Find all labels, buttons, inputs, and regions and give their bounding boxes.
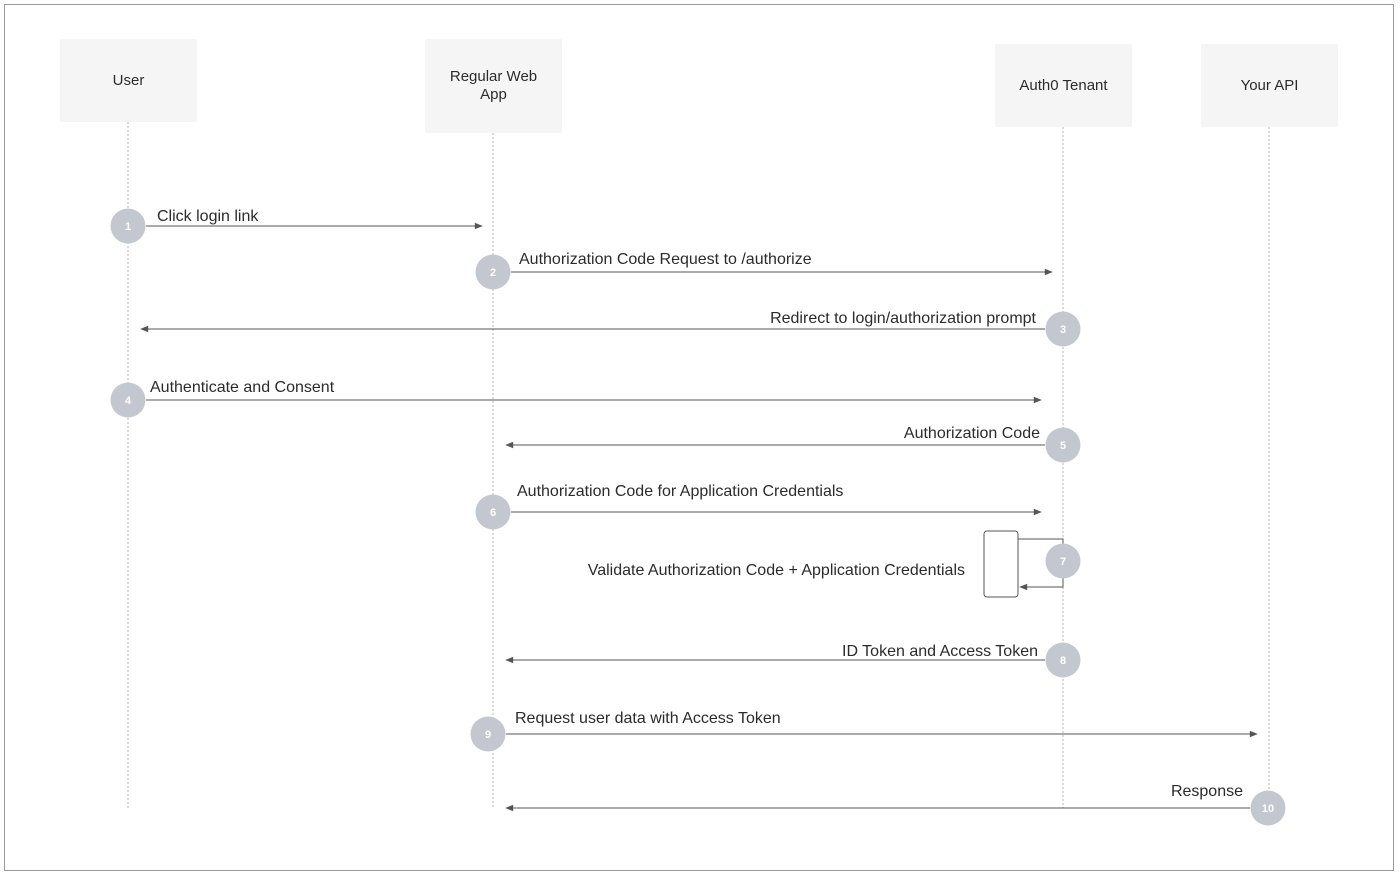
actor-api: Your API bbox=[1201, 44, 1338, 127]
step-10: Response 10 bbox=[505, 783, 1286, 826]
step-number-badge bbox=[1045, 311, 1081, 347]
actor-label: User bbox=[112, 71, 145, 89]
step-8: ID Token and Access Token 8 bbox=[505, 642, 1081, 678]
step-9: Request user data with Access Token 9 bbox=[470, 710, 1258, 752]
step-2: Authorization Code Request to /authorize… bbox=[475, 251, 1053, 290]
message-label: Redirect to login/authorization prompt bbox=[770, 310, 1036, 327]
message-label: Request user data with Access Token bbox=[515, 710, 781, 727]
actor-label: Auth0 Tenant bbox=[1019, 76, 1108, 94]
step-number: 4 bbox=[125, 395, 132, 407]
step-5: Authorization Code 5 bbox=[505, 425, 1081, 463]
step-number: 2 bbox=[490, 267, 496, 279]
step-number-badge bbox=[110, 208, 146, 244]
step-1: Click login link 1 bbox=[110, 208, 483, 244]
step-number-badge bbox=[1250, 790, 1286, 826]
actor-auth0: Auth0 Tenant bbox=[995, 44, 1132, 127]
step-number-badge bbox=[1045, 427, 1081, 463]
message-label: ID Token and Access Token bbox=[842, 643, 1038, 660]
step-7: Validate Authorization Code + Applicatio… bbox=[588, 530, 1081, 598]
message-label: Authorization Code bbox=[904, 425, 1040, 442]
step-number: 6 bbox=[490, 507, 496, 519]
message-label: Authenticate and Consent bbox=[150, 379, 335, 396]
step-number-badge bbox=[475, 254, 511, 290]
step-number: 3 bbox=[1060, 324, 1066, 336]
message-label: Authorization Code for Application Crede… bbox=[517, 483, 843, 500]
step-number: 7 bbox=[1060, 556, 1066, 568]
message-label: Click login link bbox=[157, 208, 259, 225]
step-number-badge bbox=[1045, 642, 1081, 678]
diagram-frame bbox=[4, 4, 1394, 871]
step-number-badge bbox=[475, 494, 511, 530]
step-number-badge bbox=[470, 716, 506, 752]
step-4: Authenticate and Consent 4 bbox=[110, 379, 1042, 418]
step-number: 1 bbox=[125, 221, 131, 233]
message-label: Validate Authorization Code + Applicatio… bbox=[588, 562, 965, 579]
step-number: 10 bbox=[1262, 803, 1274, 815]
activation-box bbox=[983, 530, 1019, 598]
actor-webapp: Regular Web App bbox=[425, 39, 562, 133]
actor-label: Your API bbox=[1240, 76, 1299, 94]
step-number-badge bbox=[1045, 543, 1081, 579]
step-3: Redirect to login/authorization prompt 3 bbox=[140, 310, 1081, 347]
step-6: Authorization Code for Application Crede… bbox=[475, 483, 1042, 530]
step-number-badge bbox=[110, 382, 146, 418]
step-number: 5 bbox=[1060, 440, 1066, 452]
actor-label: Regular Web App bbox=[449, 68, 538, 103]
message-label: Authorization Code Request to /authorize bbox=[519, 251, 812, 268]
message-label: Response bbox=[1171, 783, 1243, 800]
step-number: 9 bbox=[485, 729, 491, 741]
actor-user: User bbox=[60, 39, 197, 122]
step-number: 8 bbox=[1060, 655, 1066, 667]
